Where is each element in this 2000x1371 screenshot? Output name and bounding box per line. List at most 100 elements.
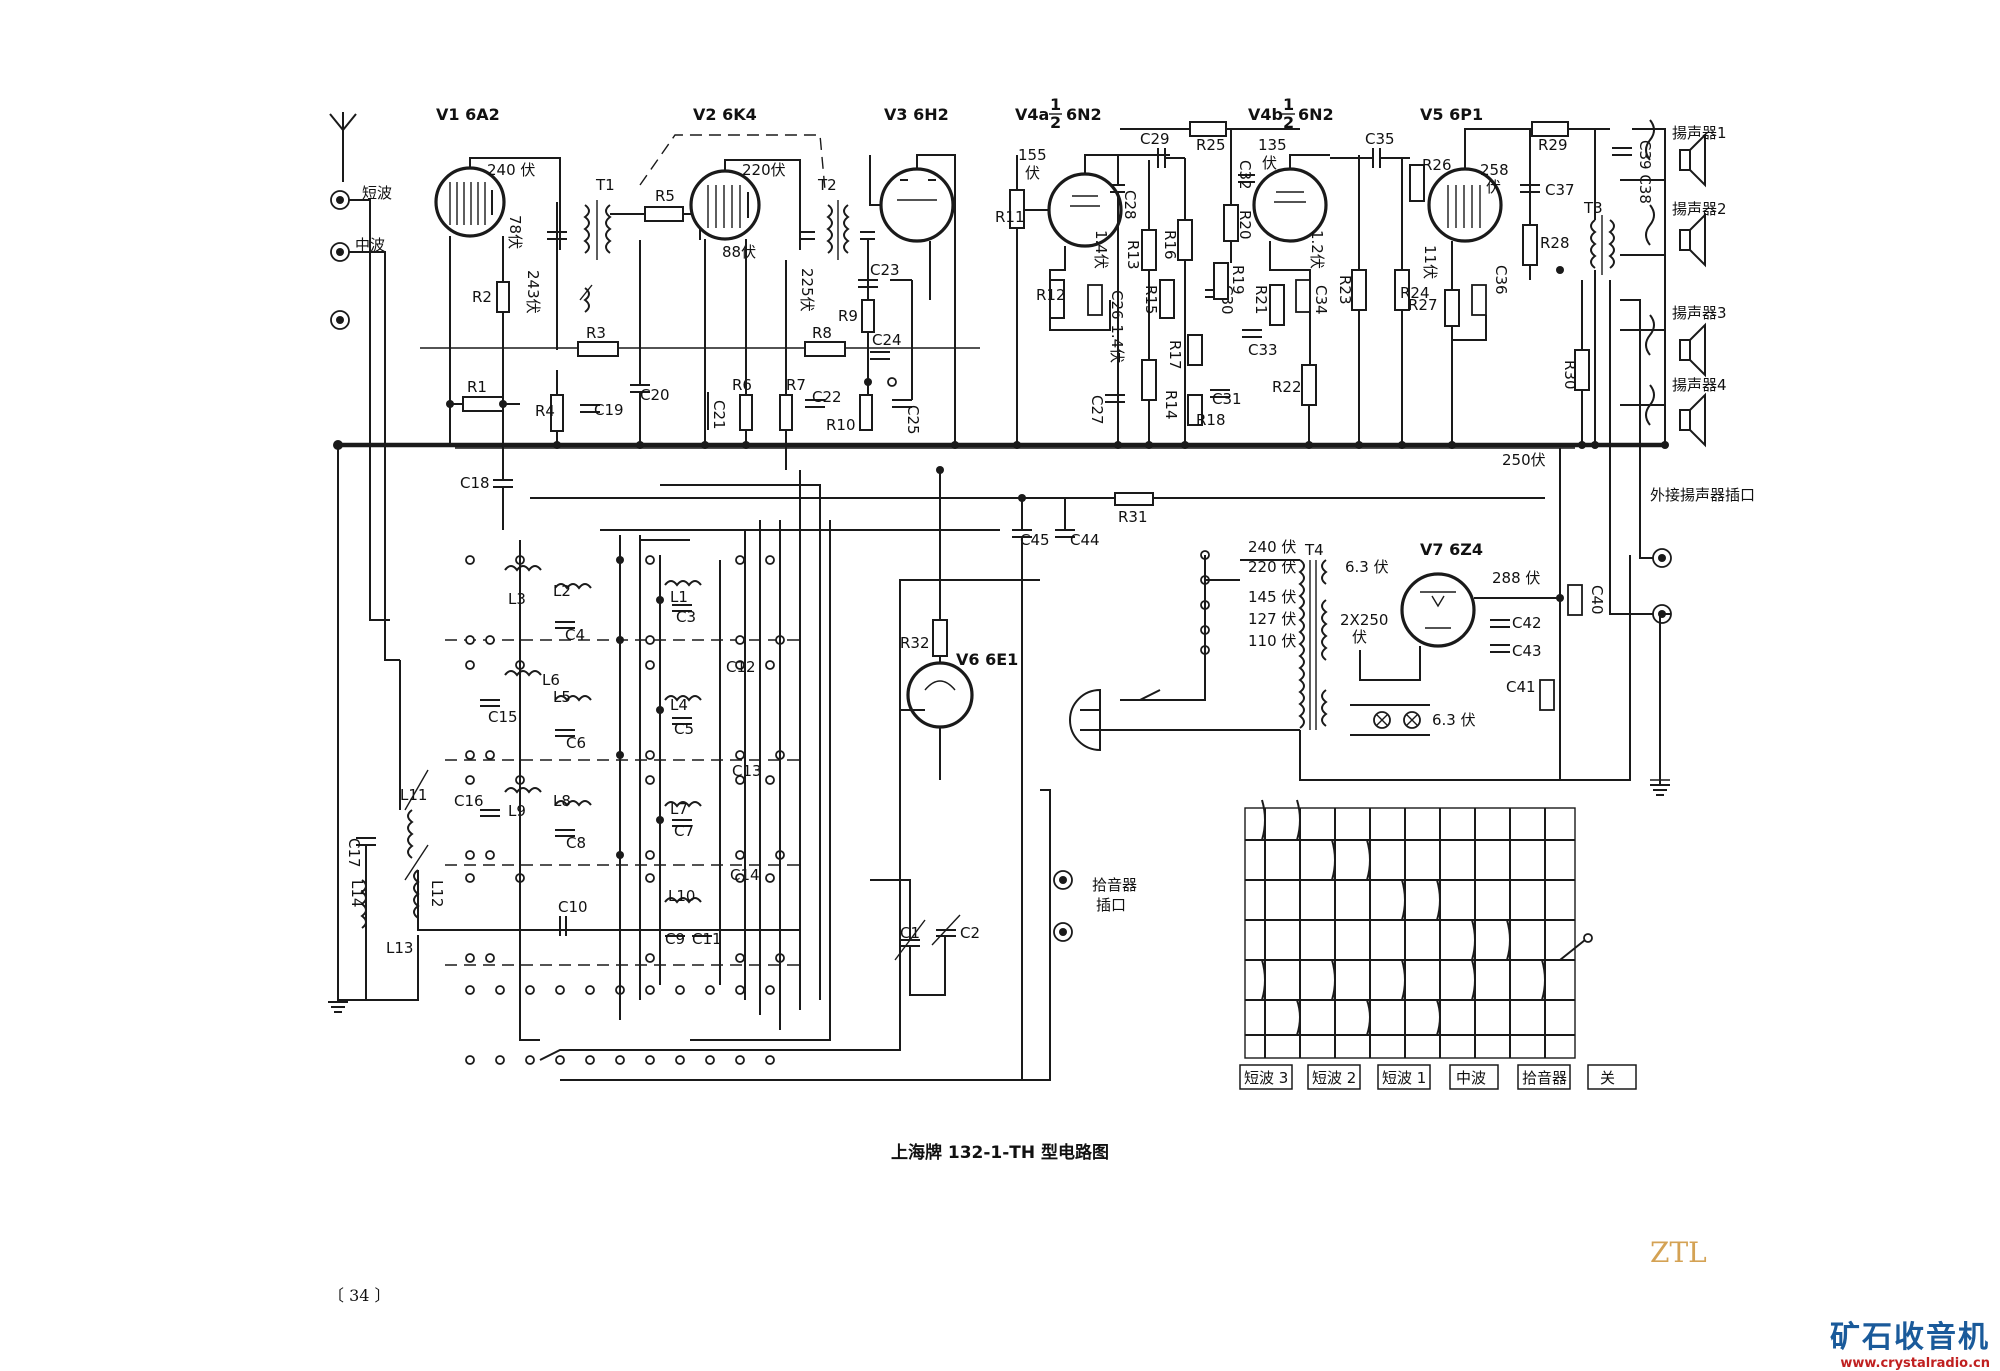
svg-text:R4: R4 xyxy=(535,402,555,420)
svg-text:240 伏: 240 伏 xyxy=(1248,538,1296,556)
svg-text:C18: C18 xyxy=(460,474,490,492)
svg-text:C19: C19 xyxy=(594,401,624,419)
svg-text:C6: C6 xyxy=(566,734,586,752)
watermark-name: 矿石收音机 xyxy=(1830,1320,1990,1355)
svg-text:C3: C3 xyxy=(676,608,696,626)
svg-text:L3: L3 xyxy=(508,590,526,608)
speaker-4-label: 揚声器4 xyxy=(1672,376,1727,394)
svg-text:V7 6Z4: V7 6Z4 xyxy=(1420,540,1483,559)
svg-text:6.3 伏: 6.3 伏 xyxy=(1432,711,1476,729)
svg-text:C34: C34 xyxy=(1312,285,1330,315)
svg-text:R26: R26 xyxy=(1422,156,1452,174)
svg-text:R17: R17 xyxy=(1166,340,1184,370)
band-switch-matrix xyxy=(1244,799,1593,1059)
svg-text:L5: L5 xyxy=(553,688,571,706)
svg-text:R32: R32 xyxy=(900,634,930,652)
power-plug-icon xyxy=(1069,688,1101,752)
tube-v3 xyxy=(879,167,955,243)
svg-text:R29: R29 xyxy=(1538,136,1568,154)
svg-text:R21: R21 xyxy=(1252,285,1270,315)
svg-text:C43: C43 xyxy=(1512,642,1542,660)
svg-text:88伏: 88伏 xyxy=(722,243,756,261)
speaker-2-icon xyxy=(1645,204,1706,268)
svg-text:C12: C12 xyxy=(726,658,756,676)
svg-text:R23: R23 xyxy=(1336,275,1354,305)
svg-text:R24: R24 xyxy=(1400,284,1430,302)
svg-text:R20: R20 xyxy=(1236,210,1254,240)
svg-text:V4a: V4a xyxy=(1015,105,1049,124)
corner-mark: ZTL xyxy=(1650,1236,1707,1269)
svg-text:V4b: V4b xyxy=(1248,105,1283,124)
svg-text:C39 C38: C39 C38 xyxy=(1636,140,1654,204)
svg-text:C13: C13 xyxy=(732,762,762,780)
speaker-1-label: 揚声器1 xyxy=(1672,124,1727,142)
svg-text:C45: C45 xyxy=(1020,531,1050,549)
speaker-3-icon xyxy=(1645,314,1706,378)
svg-text:拾音器: 拾音器 xyxy=(1092,876,1137,894)
svg-text:6N2: 6N2 xyxy=(1298,105,1334,124)
svg-text:R27: R27 xyxy=(1408,296,1438,314)
svg-text:L12: L12 xyxy=(428,880,446,907)
svg-text:6.3 伏: 6.3 伏 xyxy=(1345,558,1389,576)
svg-text:R15: R15 xyxy=(1142,285,1160,315)
svg-text:220 伏: 220 伏 xyxy=(1248,558,1296,576)
svg-text:C28: C28 xyxy=(1121,190,1139,220)
switch-label-off: 关 xyxy=(1600,1069,1615,1087)
svg-text:C40: C40 xyxy=(1588,585,1606,615)
svg-text:L13: L13 xyxy=(386,939,413,957)
speaker-1-icon xyxy=(1645,119,1706,188)
switch-label-sw3: 短波 3 xyxy=(1244,1069,1288,1087)
svg-text:伏: 伏 xyxy=(1025,164,1040,182)
svg-text:250伏: 250伏 xyxy=(1502,451,1546,469)
svg-text:C25: C25 xyxy=(904,405,922,435)
ext-speaker-jack-label: 外接揚声器插口 xyxy=(1650,486,1755,504)
svg-text:R22: R22 xyxy=(1272,378,1302,396)
svg-text:1.2伏: 1.2伏 xyxy=(1308,230,1326,269)
band-switch-labels: 短波 3 短波 2 短波 1 中波 拾音器 关 xyxy=(1239,1064,1637,1090)
svg-text:1: 1 xyxy=(1283,95,1294,114)
svg-text:127 伏: 127 伏 xyxy=(1248,610,1296,628)
svg-text:R10: R10 xyxy=(826,416,856,434)
svg-text:C7: C7 xyxy=(674,822,694,840)
svg-text:C17: C17 xyxy=(345,838,363,868)
svg-text:2X250: 2X250 xyxy=(1340,611,1388,629)
svg-text:78伏: 78伏 xyxy=(506,215,524,249)
svg-text:R30: R30 xyxy=(1561,360,1579,390)
svg-text:C9: C9 xyxy=(665,930,685,948)
svg-text:R25: R25 xyxy=(1196,136,1226,154)
svg-text:C44: C44 xyxy=(1070,531,1100,549)
svg-text:C29: C29 xyxy=(1140,130,1170,148)
svg-text:T2: T2 xyxy=(817,176,837,194)
speaker-3-label: 揚声器3 xyxy=(1672,304,1727,322)
svg-text:2: 2 xyxy=(1050,113,1061,132)
svg-text:C27: C27 xyxy=(1088,395,1106,425)
switch-label-sw2: 短波 2 xyxy=(1312,1069,1356,1087)
svg-text:C33: C33 xyxy=(1248,341,1278,359)
svg-text:C10: C10 xyxy=(558,898,588,916)
svg-text:1.4伏: 1.4伏 xyxy=(1092,230,1110,269)
svg-text:135: 135 xyxy=(1258,136,1287,154)
svg-text:R6: R6 xyxy=(732,376,752,394)
svg-text:C31: C31 xyxy=(1212,390,1242,408)
diagram-caption: 上海牌 132-1-TH 型电路图 xyxy=(890,1143,1110,1163)
svg-text:R31: R31 xyxy=(1118,508,1148,526)
svg-text:C23: C23 xyxy=(870,261,900,279)
svg-text:L8: L8 xyxy=(553,792,571,810)
svg-text:L7: L7 xyxy=(670,800,688,818)
svg-text:L14: L14 xyxy=(348,880,366,907)
svg-text:伏: 伏 xyxy=(1486,178,1501,196)
svg-text:C8: C8 xyxy=(566,834,586,852)
svg-text:R5: R5 xyxy=(655,187,675,205)
tube-v6 xyxy=(906,661,974,729)
svg-text:220伏: 220伏 xyxy=(742,161,786,179)
page-number: 〔 34 〕 xyxy=(328,1286,391,1305)
svg-text:258: 258 xyxy=(1480,161,1509,179)
svg-text:11伏: 11伏 xyxy=(1421,245,1439,279)
svg-text:C41: C41 xyxy=(1506,678,1536,696)
svg-text:R19: R19 xyxy=(1229,265,1247,295)
svg-text:L6: L6 xyxy=(542,671,560,689)
svg-text:R18: R18 xyxy=(1196,411,1226,429)
svg-text:L4: L4 xyxy=(670,696,688,714)
svg-text:225伏: 225伏 xyxy=(798,268,816,312)
svg-text:C11: C11 xyxy=(692,930,722,948)
